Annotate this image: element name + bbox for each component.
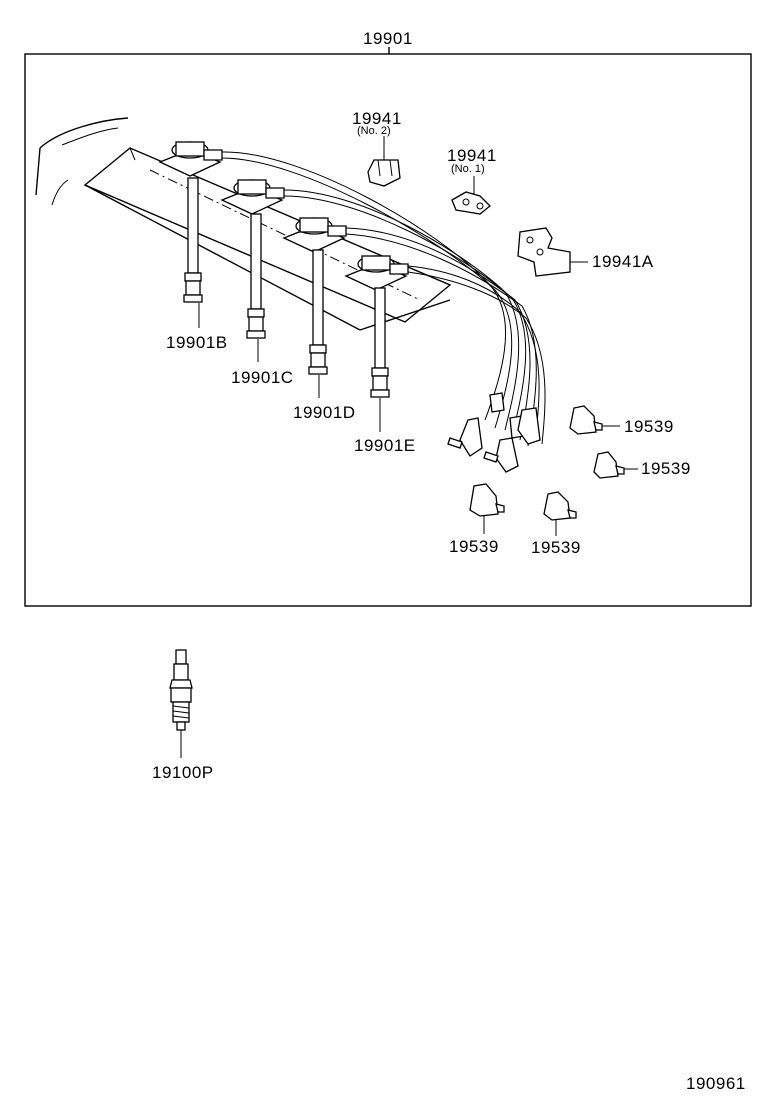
boot-part-4 [543, 491, 577, 536]
label-cord-b: 19901B [166, 333, 228, 352]
boot-part-3 [469, 483, 505, 534]
label-clamp-no1-sub: (No. 1) [451, 163, 485, 175]
figure-number: 190961 [686, 1074, 746, 1093]
assembly-frame [24, 53, 752, 607]
label-clamp-a: 19941A [592, 252, 654, 271]
spark-plug [169, 649, 193, 758]
clamp-no1 [451, 176, 491, 215]
label-cord-e: 19901E [354, 436, 416, 455]
clamp-a [517, 227, 588, 277]
label-boot-4: 19539 [531, 538, 581, 557]
label-boot-2: 19539 [641, 459, 691, 478]
label-assembly: 19901 [363, 29, 413, 48]
clamp-no2 [367, 136, 401, 187]
label-clamp-no1: 19941 [447, 146, 497, 165]
wire-bundle [221, 151, 546, 447]
label-cord-d: 19901D [293, 403, 356, 422]
engine-head [35, 117, 452, 331]
label-cord-c: 19901C [231, 368, 294, 387]
boot-part-2 [593, 451, 638, 479]
label-clamp-no2-sub: (No. 2) [357, 125, 391, 137]
boot-part-1 [569, 405, 620, 435]
wire-ends [447, 392, 541, 473]
label-boot-3: 19539 [449, 537, 499, 556]
plug-cord-boots [183, 177, 390, 398]
label-boot-1: 19539 [624, 417, 674, 436]
plug-cord-tops [158, 141, 409, 291]
label-clamp-no2: 19941 [352, 109, 402, 128]
label-spark-plug: 19100P [152, 763, 214, 782]
